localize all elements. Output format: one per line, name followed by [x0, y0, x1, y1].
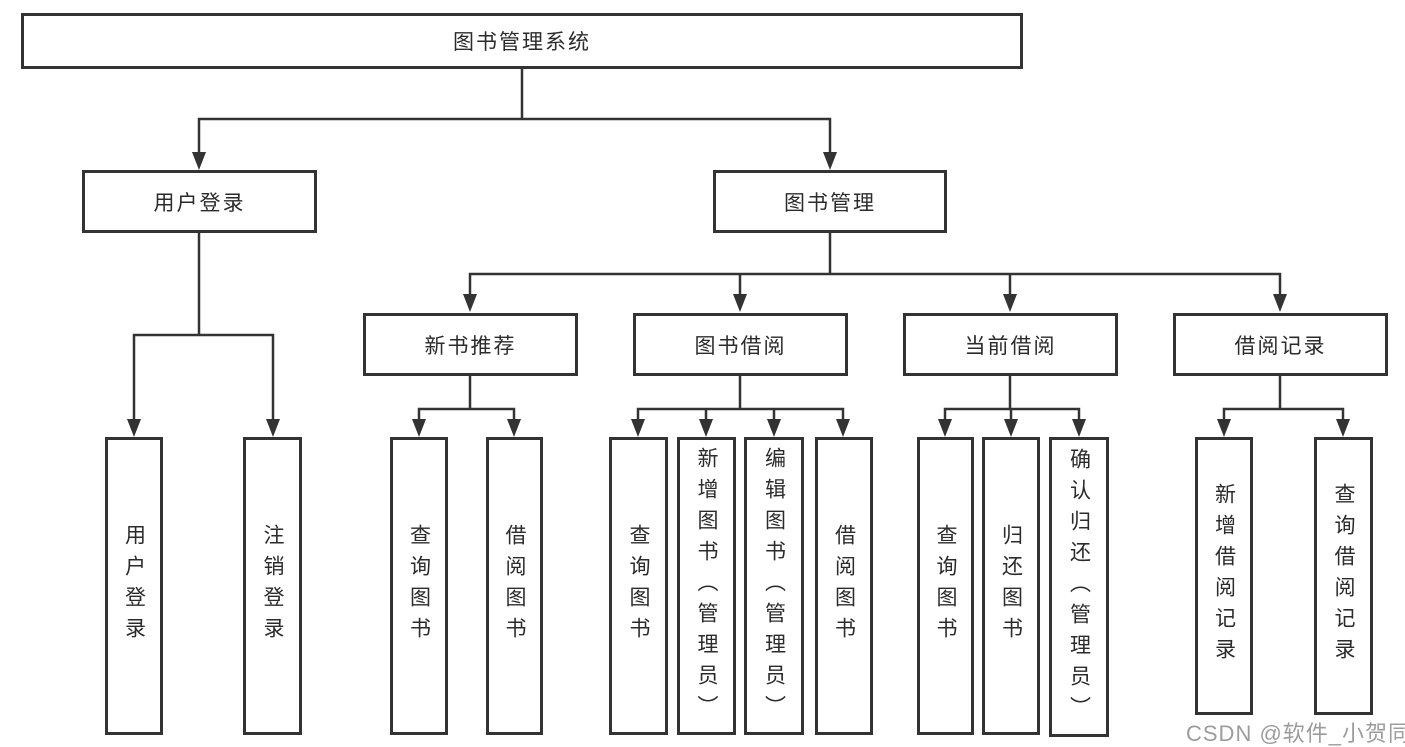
leaf-logout-label: 注销登录: [261, 524, 284, 648]
leaf-query-book-2: 查询图书: [609, 437, 668, 735]
leaf-borrow-book-2-label: 借阅图书: [832, 524, 856, 648]
node-book-management: 图书管理: [713, 170, 947, 233]
leaf-edit-book-admin: 编辑图书（管理员）: [744, 437, 804, 735]
leaf-query-borrow-record: 查询借阅记录: [1314, 437, 1373, 715]
leaf-borrow-book-1-label: 借阅图书: [503, 524, 526, 648]
leaf-borrow-book-1: 借阅图书: [486, 437, 543, 735]
node-book-management-label: 图书管理: [784, 191, 876, 215]
node-borrow-record-label: 借阅记录: [1234, 334, 1327, 358]
leaf-query-book-3-label: 查询图书: [934, 524, 957, 648]
leaf-logout: 注销登录: [243, 437, 302, 735]
node-current-borrow: 当前借阅: [903, 313, 1118, 376]
node-user-login-label: 用户登录: [153, 191, 246, 215]
leaf-user-login-label: 用户登录: [122, 524, 146, 648]
leaf-add-borrow-record-label: 新增借阅记录: [1212, 483, 1236, 669]
node-current-borrow-label: 当前借阅: [964, 334, 1057, 358]
node-root-system: 图书管理系统: [21, 13, 1023, 69]
leaf-return-book: 归还图书: [982, 437, 1040, 735]
leaf-borrow-book-2: 借阅图书: [815, 437, 873, 735]
leaf-query-book-1: 查询图书: [390, 437, 448, 735]
leaf-query-book-3: 查询图书: [917, 437, 974, 735]
leaf-return-book-label: 归还图书: [999, 524, 1023, 648]
leaf-add-book-admin-label: 新增图书（管理员）: [695, 446, 718, 726]
node-book-borrow: 图书借阅: [633, 313, 848, 376]
leaf-query-book-2-label: 查询图书: [627, 524, 650, 648]
leaf-query-book-1-label: 查询图书: [407, 524, 431, 648]
node-borrow-record: 借阅记录: [1173, 313, 1388, 376]
leaf-add-book-admin: 新增图书（管理员）: [677, 437, 736, 735]
leaf-user-login: 用户登录: [105, 437, 163, 735]
leaf-confirm-return-admin: 确认归还（管理员）: [1049, 437, 1109, 737]
node-root-label: 图书管理系统: [453, 31, 591, 54]
leaf-query-borrow-record-label: 查询借阅记录: [1332, 483, 1355, 669]
leaf-confirm-return-admin-label: 确认归还（管理员）: [1067, 447, 1091, 727]
csdn-watermark: CSDN @软件_小贺同学: [1186, 721, 1405, 746]
node-new-book-recommend-label: 新书推荐: [424, 334, 517, 358]
leaf-add-borrow-record: 新增借阅记录: [1195, 437, 1253, 715]
leaf-edit-book-admin-label: 编辑图书（管理员）: [762, 446, 786, 726]
node-new-book-recommend: 新书推荐: [363, 313, 578, 376]
node-user-login: 用户登录: [82, 170, 317, 233]
node-book-borrow-label: 图书借阅: [694, 334, 787, 358]
